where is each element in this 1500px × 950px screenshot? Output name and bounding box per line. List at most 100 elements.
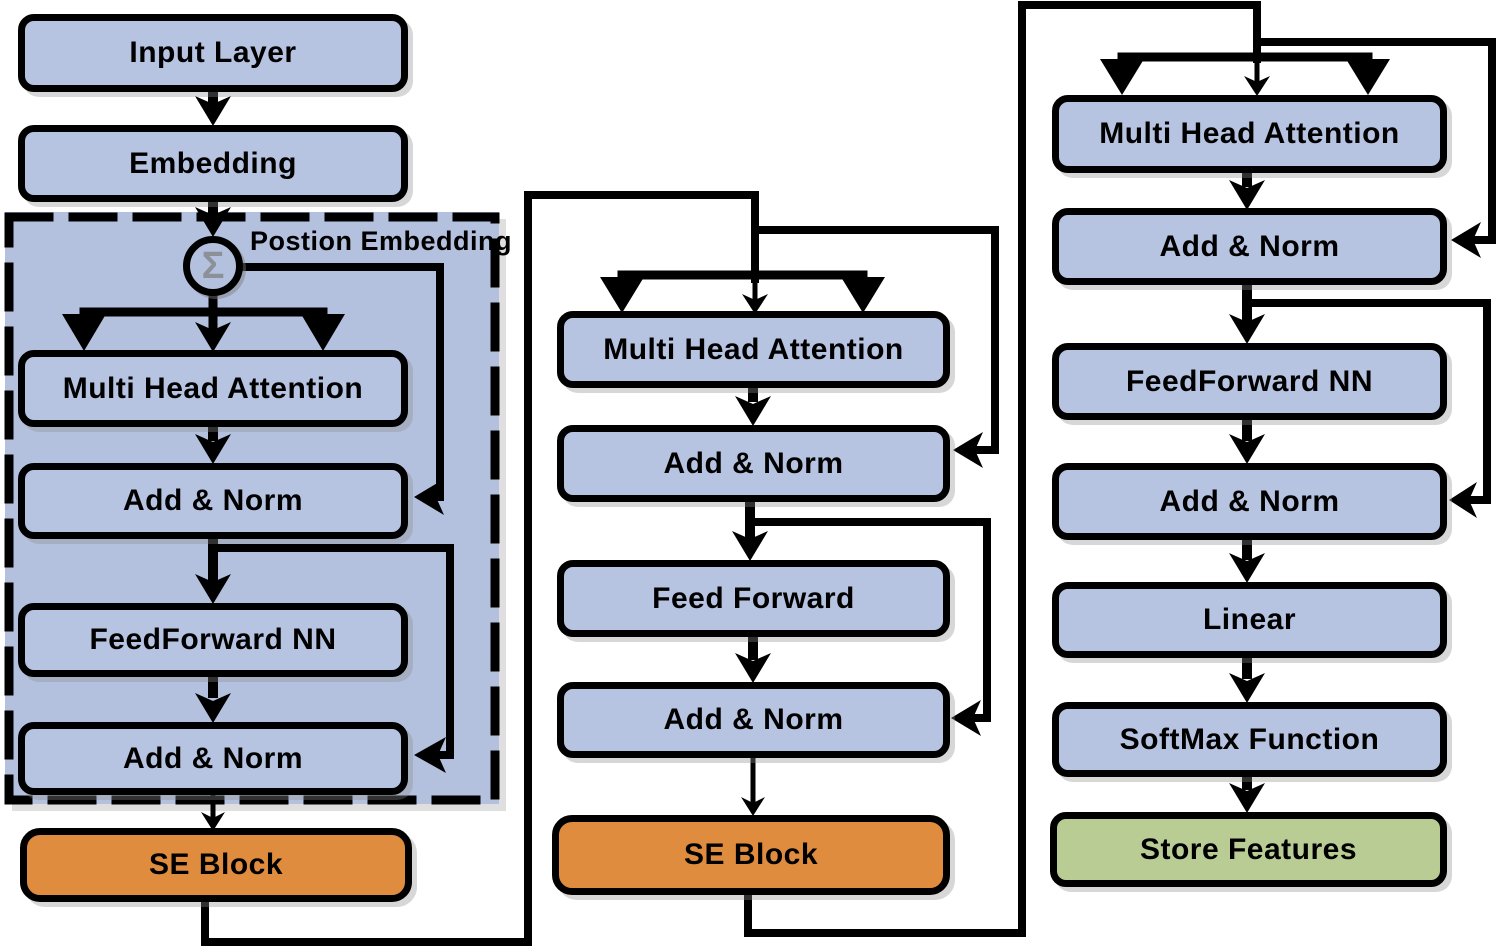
sum-symbol: Σ <box>201 244 225 287</box>
arrow-mha2-to-addnorm1 <box>735 383 771 426</box>
block-label: SE Block <box>148 848 284 881</box>
loop-wire <box>201 191 759 946</box>
skip-addnorm1-to-addnorm2-col3 <box>1243 299 1491 518</box>
block-addnorm1-col3: Add & Norm <box>1052 208 1447 285</box>
skip-wire <box>209 544 454 759</box>
arrow-head-left <box>1449 482 1477 518</box>
block-addnorm1-col2: Add & Norm <box>557 425 950 502</box>
block-mha-col2: Multi Head Attention <box>557 311 950 388</box>
sum-node: Σ <box>183 236 243 296</box>
block-label: Multi Head Attention <box>62 371 364 405</box>
position-embedding-dashed-border <box>4 212 500 805</box>
arrow-head <box>195 434 231 464</box>
arrow-mha3-to-addnorm1 <box>1229 168 1265 210</box>
block-se-col1: SE Block <box>20 828 412 902</box>
loop-se2-to-column3 <box>744 1 1261 937</box>
block-label: Add & Norm <box>663 703 844 736</box>
arrow-head <box>1229 434 1265 464</box>
arrow-ffnn1-to-addnorm2 <box>195 672 231 723</box>
arrow-head <box>732 531 768 561</box>
skip-wire <box>746 518 991 722</box>
skip-wire <box>751 226 999 454</box>
arrow-ff-to-addnorm2 <box>735 632 771 683</box>
arrow-head-down <box>1100 59 1144 95</box>
block-label: Add & Norm <box>1159 484 1340 518</box>
arrow-addnorm2-to-se2 <box>741 755 765 816</box>
arrow-head-down <box>742 294 768 314</box>
arrow-head-down <box>1244 76 1270 96</box>
arrow-ffnn3-to-addnorm2 <box>1229 415 1265 464</box>
arrow-head-left <box>414 737 446 773</box>
loop-se1-to-column2 <box>201 191 759 946</box>
block-label: FeedForward NN <box>1125 364 1374 398</box>
arrow-head <box>1229 673 1265 703</box>
arrow-linear-to-softmax <box>1229 653 1265 703</box>
block-softmax: SoftMax Function <box>1052 702 1447 777</box>
block-input-layer: Input Layer <box>18 14 408 92</box>
arrow-head-down <box>195 322 231 352</box>
arrow-head <box>735 396 771 426</box>
arrow-addnorm1-to-ff <box>732 497 768 561</box>
arrow-head-down <box>841 277 885 313</box>
block-store-features: Store Features <box>1050 812 1447 887</box>
arrow-embedding-to-sum <box>195 197 231 237</box>
arrow-head-left <box>951 700 981 736</box>
block-label: Add & Norm <box>1159 229 1340 263</box>
arrow-addnorm2-to-se1 <box>201 792 225 831</box>
skip-wire <box>239 263 444 501</box>
block-label: Linear <box>1202 603 1297 636</box>
arrow-head <box>1229 314 1265 344</box>
arrow-head-down <box>600 277 644 313</box>
arrow-head <box>195 96 231 126</box>
arrow-head <box>195 574 231 604</box>
skip-wire <box>1253 38 1496 244</box>
block-addnorm1-col1: Add & Norm <box>18 463 408 539</box>
block-feedforward-col2: Feed Forward <box>557 560 950 637</box>
split-into-mha-2 <box>600 270 885 314</box>
block-label: SoftMax Function <box>1119 722 1380 756</box>
loop-wire <box>744 1 1261 937</box>
arrow-head-down <box>301 314 345 351</box>
arrow-head-down <box>1346 59 1390 95</box>
block-mha-col1: Multi Head Attention <box>18 350 408 427</box>
arrow-head <box>1229 553 1265 583</box>
skip-addnorm1-to-addnorm2-col1 <box>209 544 454 773</box>
block-label: Multi Head Attention <box>603 332 904 366</box>
block-addnorm2-col2: Add & Norm <box>557 682 950 758</box>
block-se-col2: SE Block <box>552 815 950 895</box>
arrow-head <box>1229 180 1265 210</box>
arrow-head <box>195 207 231 237</box>
block-addnorm2-col3: Add & Norm <box>1052 463 1447 540</box>
arrow-head <box>741 797 765 816</box>
block-linear: Linear <box>1052 582 1447 658</box>
block-label: Store Features <box>1139 832 1358 866</box>
arrow-head-down <box>62 314 106 351</box>
branch-col3-to-addnorm1 <box>1253 38 1496 258</box>
arrow-addnorm1-to-ffnn3 <box>1229 280 1265 344</box>
arrow-head-left <box>414 479 444 515</box>
arrow-head <box>201 812 225 831</box>
block-label: FeedForward NN <box>89 623 337 656</box>
block-embedding: Embedding <box>18 125 408 202</box>
block-label: Multi Head Attention <box>1099 117 1400 150</box>
block-ffnn-col3: FeedForward NN <box>1052 343 1447 420</box>
skip-wire <box>1243 299 1491 504</box>
block-ffnn-col1: FeedForward NN <box>18 603 408 677</box>
arrow-input-to-embedding <box>195 87 231 126</box>
arrow-head <box>735 653 771 683</box>
branch-col2-to-addnorm1 <box>751 226 999 468</box>
arrow-head <box>1229 783 1265 813</box>
block-label: Add & Norm <box>123 484 303 517</box>
arrow-head <box>195 693 231 723</box>
arrow-head-left <box>953 432 983 468</box>
block-label: Add & Norm <box>123 741 303 775</box>
arrow-softmax-to-store <box>1229 772 1265 813</box>
arrow-mha1-to-addnorm1 <box>195 422 231 464</box>
arrow-head-left <box>1451 222 1481 258</box>
block-label: Embedding <box>129 146 297 180</box>
skip-sum-to-addnorm1 <box>239 263 444 515</box>
block-label: SE Block <box>683 838 819 871</box>
block-label: Add & Norm <box>663 446 844 480</box>
